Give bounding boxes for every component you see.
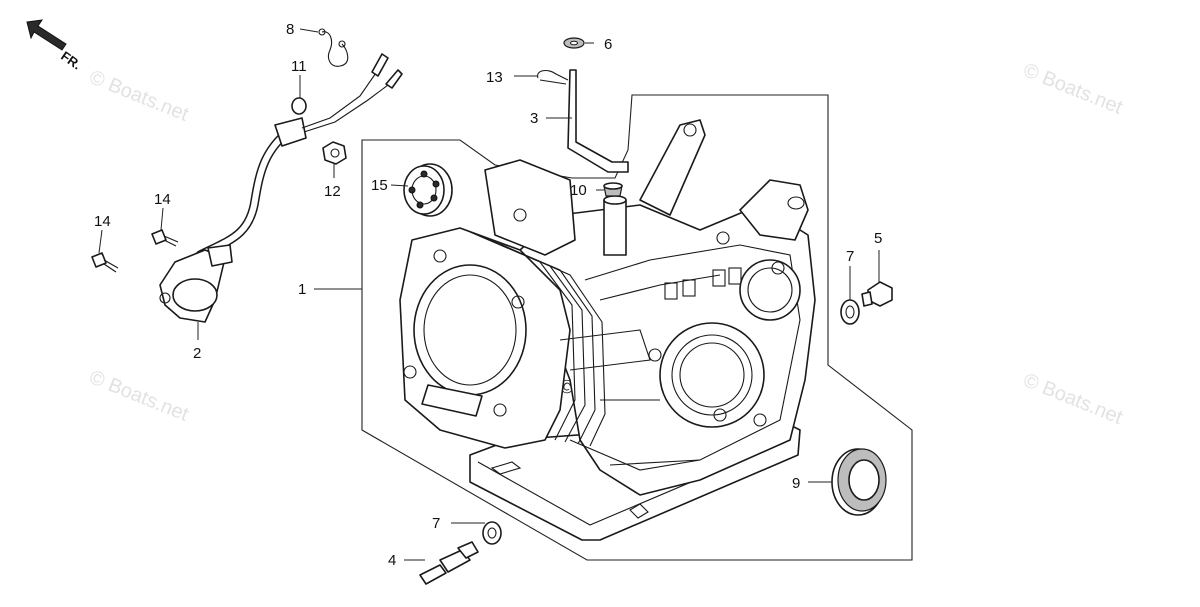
cylinder-block	[399, 119, 816, 541]
drain-bolt-5	[861, 281, 893, 307]
drain-bolt-4	[419, 541, 479, 585]
callout-8: 8	[286, 21, 294, 38]
callout-10: 10	[570, 182, 587, 199]
callout-6: 6	[604, 36, 612, 53]
wire-clamp	[318, 28, 349, 67]
bolt-14a	[151, 229, 179, 247]
washer-6	[563, 37, 585, 49]
callout-13: 13	[486, 69, 503, 86]
front-direction-label: FR.	[58, 48, 84, 72]
callout-2: 2	[193, 345, 201, 362]
callout-14-lower: 14	[94, 213, 111, 230]
governor-arm	[567, 69, 629, 173]
callout-7-bottom: 7	[432, 515, 440, 532]
washer-7-bottom	[482, 521, 502, 545]
clip	[537, 69, 569, 85]
o-ring-11	[291, 97, 307, 115]
callout-12: 12	[324, 183, 341, 200]
watermark-bottom-right: © Boats.net	[1020, 369, 1126, 429]
bolt-14b	[91, 252, 119, 273]
callout-14-upper: 14	[154, 191, 171, 208]
washer-7-right	[840, 299, 860, 325]
watermark-top-right: © Boats.net	[1020, 59, 1126, 119]
callout-labels: 1 2 3 4 5 6 7 7 8 9 10 11 12 13 14 14 15	[94, 21, 882, 569]
bearing-15	[403, 163, 453, 217]
callout-3: 3	[530, 110, 538, 127]
watermark-top-left: © Boats.net	[86, 66, 192, 126]
callout-7-right: 7	[846, 248, 854, 265]
seal-10	[603, 182, 623, 197]
oil-seal-9	[831, 448, 887, 516]
callout-5: 5	[874, 230, 882, 247]
callout-15: 15	[371, 177, 388, 194]
front-direction-arrow: FR.	[26, 19, 84, 72]
leader-lines	[98, 28, 880, 561]
callout-4: 4	[388, 552, 396, 569]
callout-11: 11	[291, 58, 307, 75]
nut-12	[322, 141, 347, 165]
arrow-icon	[26, 19, 67, 51]
callout-9: 9	[792, 475, 800, 492]
watermark-bottom-left: © Boats.net	[86, 366, 192, 426]
callout-1: 1	[298, 281, 306, 298]
oil-alert-switch	[159, 53, 403, 323]
